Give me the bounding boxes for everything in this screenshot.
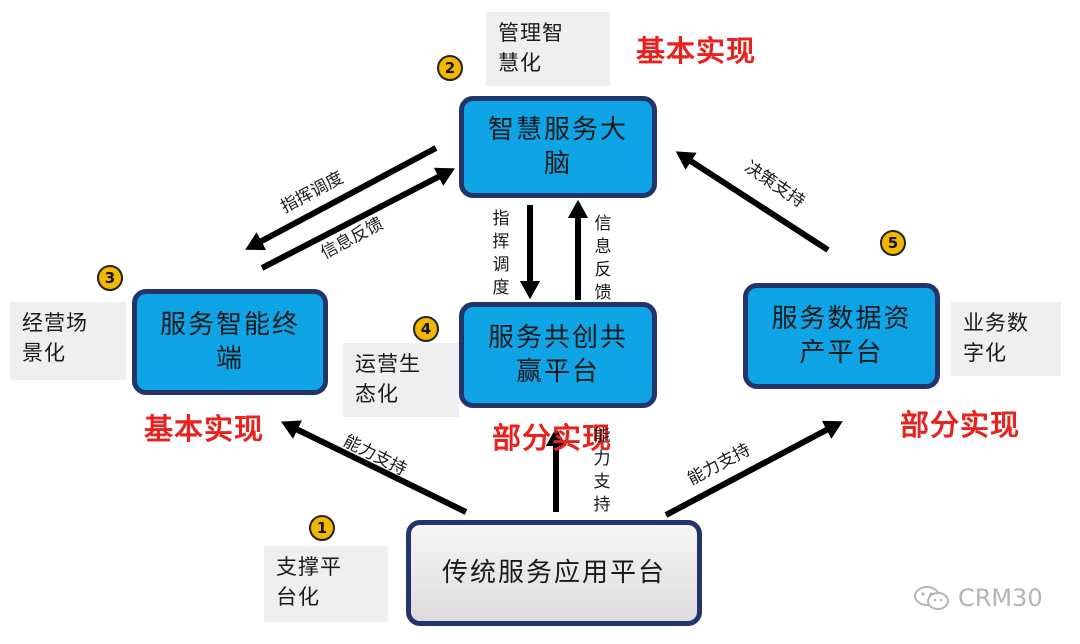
badge-number-5: 5 [880, 230, 906, 256]
status-brain: 基本实现 [636, 34, 757, 68]
arrow-capability-to-terminal [281, 420, 468, 515]
badge-number-2: 2 [437, 55, 463, 81]
node-service-smart-terminal: 服务智能终 端 [132, 289, 328, 395]
arrow-dispatch-to-terminal [245, 145, 438, 251]
wechat-icon [914, 586, 949, 610]
status-cocreate: 部分实现 [492, 421, 613, 455]
badge-number-1: 1 [309, 515, 335, 541]
status-terminal: 基本实现 [144, 412, 265, 446]
label-dispatch-center: 指挥调度 [492, 209, 510, 298]
status-dataasset: 部分实现 [900, 408, 1021, 442]
label-feedback-center: 信息反馈 [594, 214, 612, 303]
node-smart-service-brain: 智慧服务大 脑 [459, 96, 657, 198]
tag-dataasset: 业务数 字化 [951, 302, 1061, 376]
node-service-cocreate-platform: 服务共创共 赢平台 [459, 302, 657, 408]
tag-terminal: 经营场 景化 [10, 302, 126, 380]
arrow-capability-to-dataasset [664, 420, 843, 518]
tag-traditional: 支撑平 台化 [264, 546, 388, 622]
watermark-text: CRM30 [958, 584, 1043, 612]
node-traditional-service-platform: 传统服务应用平台 [406, 520, 702, 626]
arrow-feedback-to-brain [260, 167, 455, 271]
arrow-decision-support [675, 151, 830, 253]
label-capability-center: 能力支持 [593, 426, 611, 515]
watermark: CRM30 [912, 584, 1043, 612]
tag-cocreate: 运营生 态化 [343, 343, 459, 417]
tag-brain: 管理智 慧化 [486, 12, 610, 86]
badge-number-3: 3 [97, 265, 123, 291]
node-service-data-asset-platform: 服务数据资 产平台 [743, 283, 940, 389]
badge-number-4: 4 [413, 316, 439, 342]
